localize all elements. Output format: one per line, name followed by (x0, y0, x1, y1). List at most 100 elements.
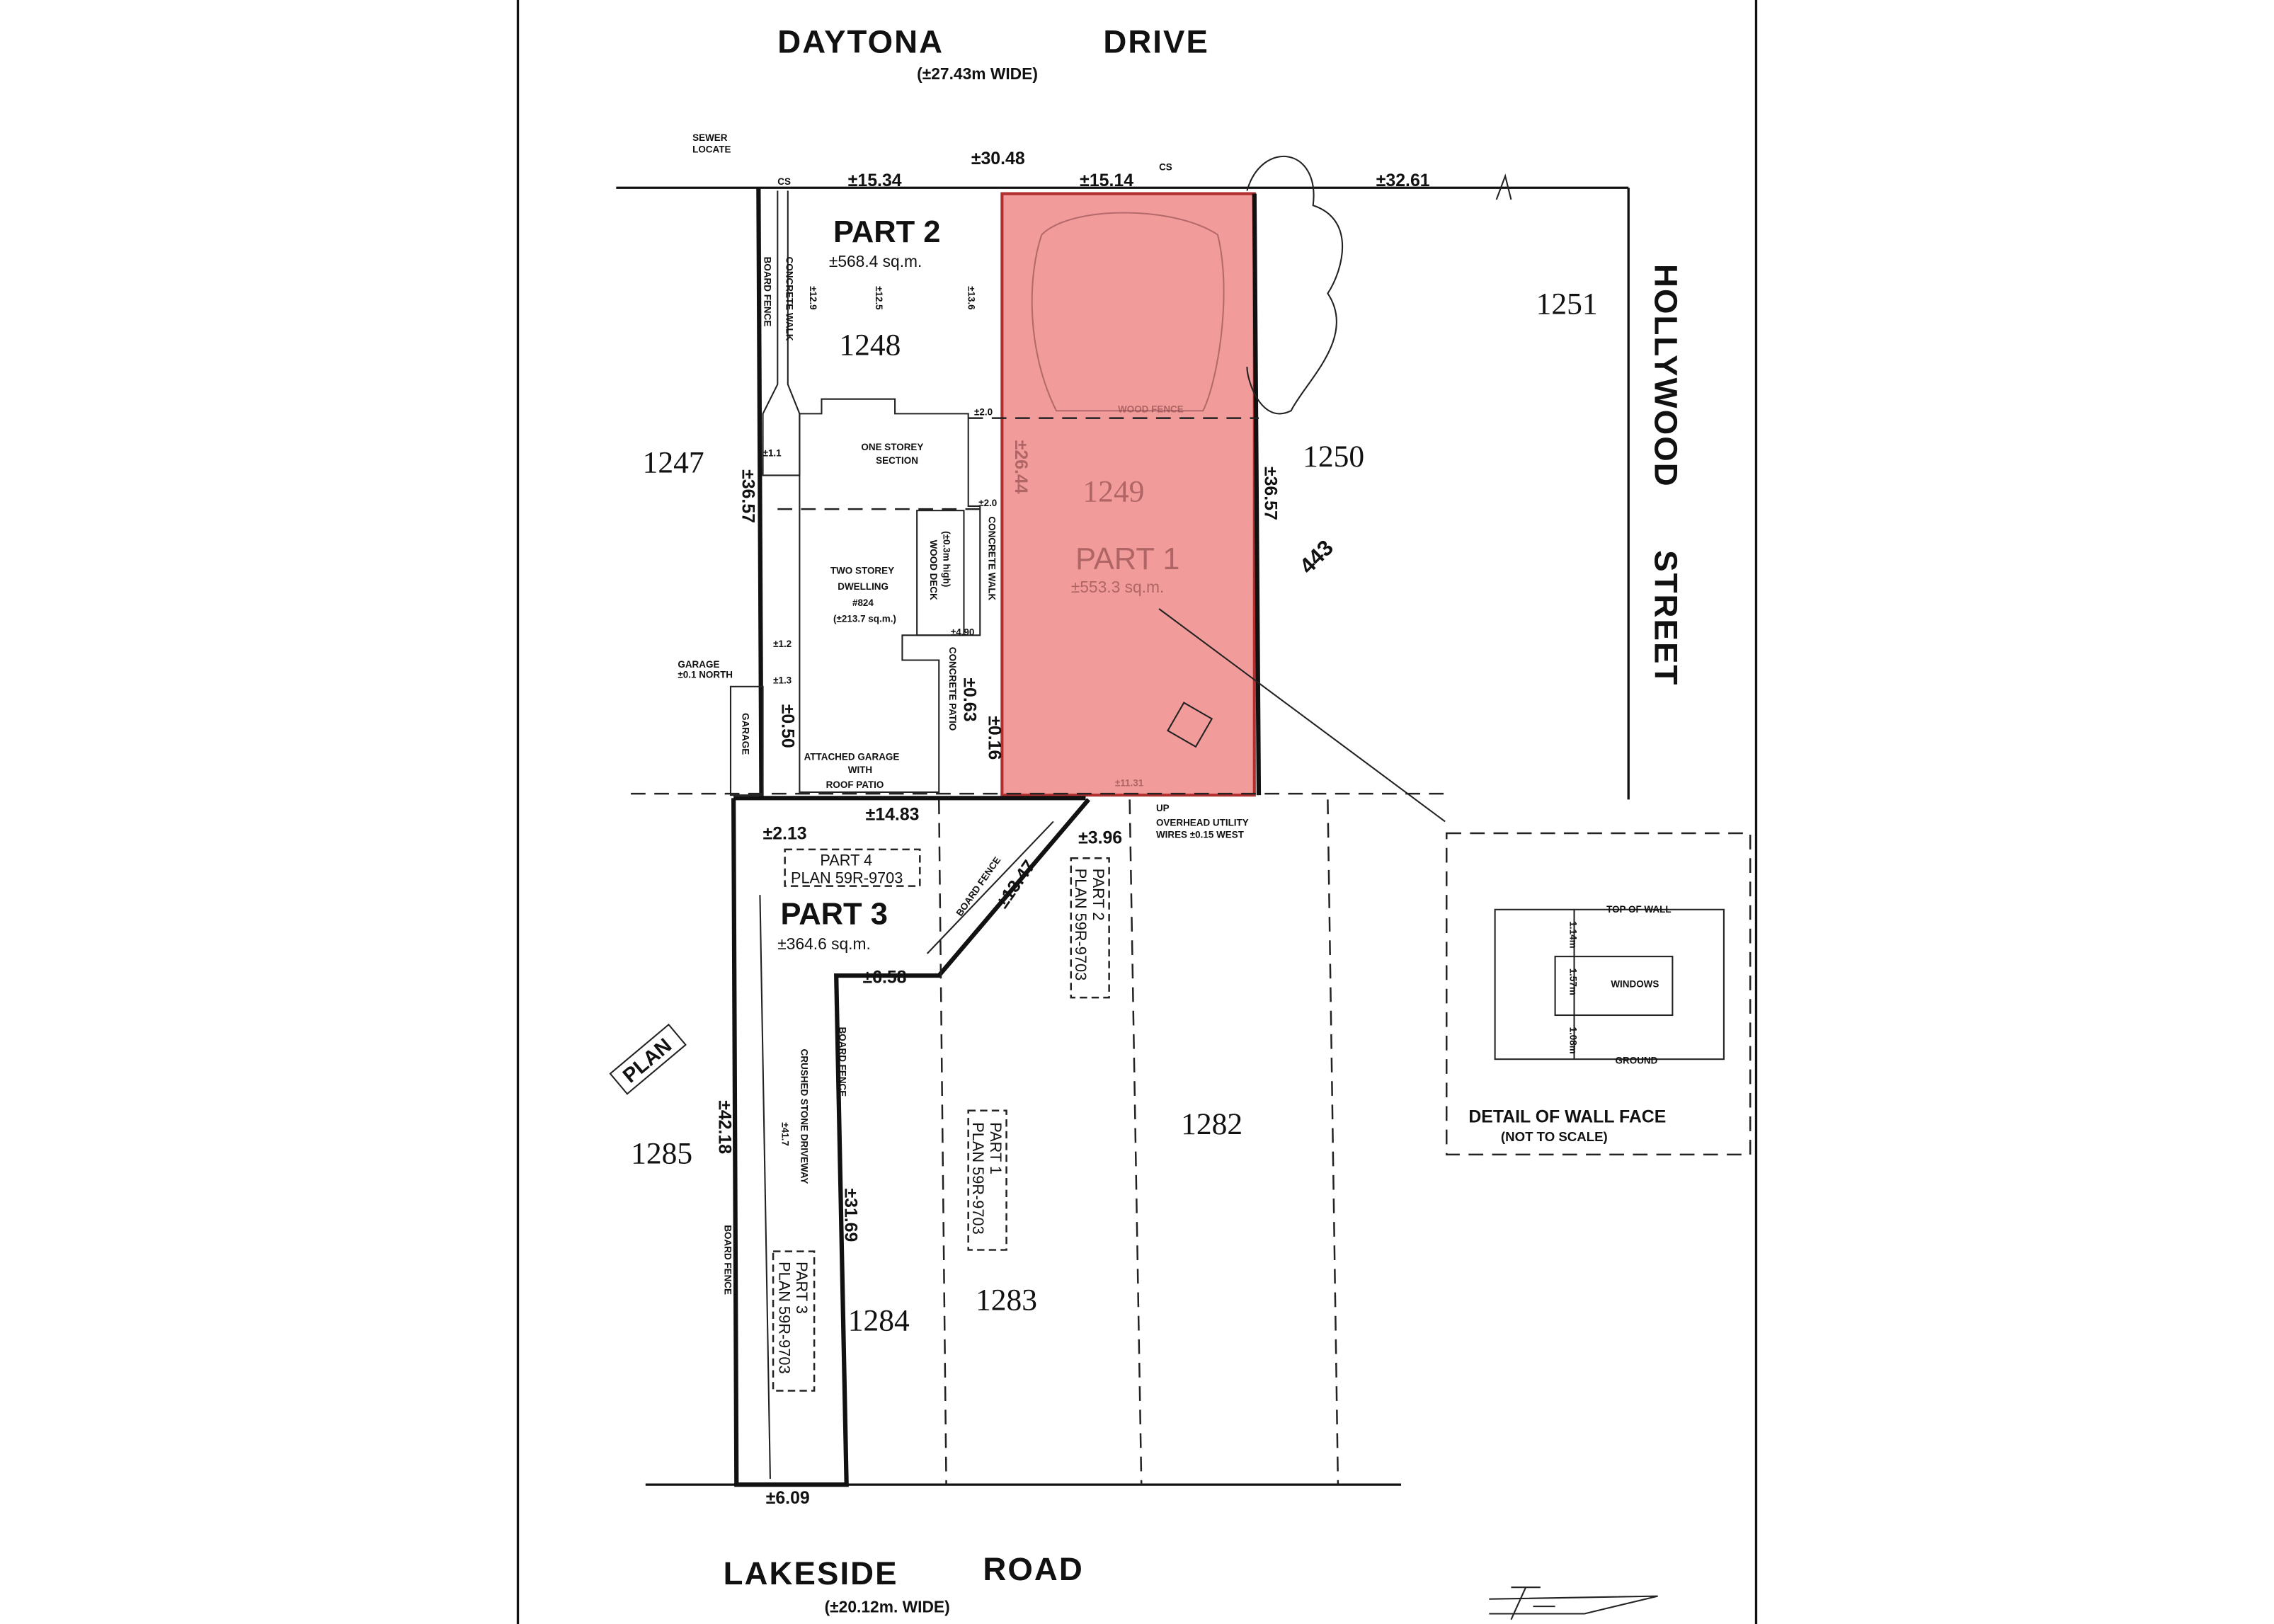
dim-11-31: ±11.31 (1115, 778, 1144, 789)
lot-1250: 1250 (1303, 440, 1364, 474)
one-storey-label: ONE STOREY (861, 442, 923, 452)
dash-line-a (938, 799, 947, 1485)
lot-1282: 1282 (1181, 1107, 1242, 1141)
lot-1249: 1249 (1082, 475, 1144, 509)
ref-part1-part: PART 1 (987, 1122, 1005, 1174)
house-outline (799, 398, 981, 794)
plan-label-box (609, 1023, 687, 1095)
lot-1284: 1284 (848, 1304, 910, 1338)
tree-outline-faint (1031, 212, 1225, 412)
dim-15-34: ±15.34 (848, 171, 902, 190)
street-bottom-b: ROAD (983, 1551, 1083, 1587)
board-fence-diag (926, 820, 1054, 954)
part3-boundary (731, 798, 1090, 1487)
ref-part2-box (1070, 857, 1110, 999)
cs-label-2: CS (1159, 161, 1172, 172)
part3-inner-line (759, 895, 771, 1479)
detail-window-label: WINDOWS (1611, 979, 1659, 990)
dim-12-9: ±12.9 (808, 286, 818, 310)
dim-2-13: ±2.13 (763, 823, 807, 843)
cs-label-1: CS (777, 176, 791, 187)
sewer-locate: SEWER LOCATE (692, 133, 731, 155)
ref-part3-plan: PLAN 59R-9703 (775, 1262, 793, 1373)
break-symbol (1495, 173, 1512, 200)
street-bottom-a: LAKESIDE (724, 1555, 898, 1591)
garage-label: GARAGE (741, 713, 751, 755)
concrete-walk-outline (762, 190, 801, 476)
dim-13-6: ±13.6 (966, 286, 977, 310)
lot-1285: 1285 (631, 1136, 692, 1170)
ref-part3-part: PART 3 (793, 1262, 811, 1314)
part3-label: PART 3 (780, 898, 887, 932)
board-fence-label: BOARD FENCE (762, 257, 773, 327)
ref-part3-box (772, 1250, 816, 1392)
ref-part2-part: PART 2 (1090, 869, 1107, 921)
tree-symbol (1167, 702, 1213, 748)
ref-part4-plan: PLAN 59R-9703 (791, 869, 903, 887)
detail-top-of-wall: TOP OF WALL (1606, 904, 1671, 915)
wood-fence-label: WOOD FENCE (1118, 404, 1184, 414)
detail-box (1446, 832, 1752, 1156)
detail-wall (1494, 908, 1725, 1060)
dim-3-96: ±3.96 (1078, 828, 1122, 848)
dim-6-58: ±6.58 (862, 967, 906, 987)
part1-east-boundary (1252, 193, 1262, 796)
board-fence-label-2: BOARD FENCE (837, 1027, 847, 1097)
dim-12-5: ±12.5 (874, 286, 884, 310)
dim-2-0-a: ±2.0 (974, 406, 993, 417)
ref-part1-box (967, 1109, 1007, 1251)
attached-garage-c: ROOF PATIO (826, 779, 884, 790)
garage-box (729, 685, 764, 796)
dim-26-44: ±26.44 (1011, 440, 1031, 494)
dim-15-14: ±15.14 (1080, 171, 1133, 190)
diagonal-leader (1158, 608, 1446, 823)
dash-line-c (1327, 799, 1339, 1485)
section-label: SECTION (876, 455, 918, 466)
detail-ground: GROUND (1616, 1055, 1658, 1065)
detail-h-top: 1.14m (1567, 921, 1578, 948)
part1-area: ±553.3 sq.m. (1071, 578, 1165, 596)
wood-deck (916, 510, 965, 636)
street-top-b: DRIVE (1103, 24, 1209, 60)
attached-garage-b: WITH (848, 765, 872, 775)
garage-north-a: GARAGE (678, 659, 719, 670)
dim-4-90: ±4.90 (951, 627, 975, 637)
part2-west-boundary (756, 188, 764, 800)
part2-label: PART 2 (833, 215, 940, 249)
ref-part2-plan: PLAN 59R-9703 (1072, 869, 1090, 980)
dim-0-50: ±0.50 (778, 704, 798, 748)
dim-1-2: ±1.2 (773, 639, 792, 649)
dim-1-1: ±1.1 (763, 447, 782, 458)
two-storey-label: TWO STOREY (830, 565, 894, 576)
dim-2-0-b: ±2.0 (978, 498, 997, 508)
ref-part4-part: PART 4 (820, 852, 872, 869)
detail-title: DETAIL OF WALL FACE (1468, 1107, 1666, 1126)
dim-0-63: ±0.63 (959, 677, 979, 721)
detail-subtitle: (NOT TO SCALE) (1501, 1129, 1608, 1144)
street-bottom-width: (±20.12m. WIDE) (825, 1597, 950, 1616)
attached-garage-a: ATTACHED GARAGE (804, 751, 900, 762)
crushed-stone-label: CRUSHED STONE DRIVEWAY (799, 1049, 809, 1184)
garage-north-b: ±0.1 NORTH (678, 669, 733, 680)
ref-part1-plan: PLAN 59R-9703 (969, 1122, 987, 1234)
dwelling-label: DWELLING (838, 581, 889, 592)
dim-0-16: ±0.16 (985, 716, 1005, 760)
detail-window (1554, 956, 1674, 1017)
board-fence-label-3: BOARD FENCE (723, 1225, 733, 1295)
dim-30-48: ±30.48 (971, 149, 1025, 168)
dim-6-09: ±6.09 (766, 1488, 810, 1508)
detail-h-bot: 1.08m (1567, 1027, 1578, 1054)
up-label: UP (1156, 803, 1170, 813)
dim-1-3: ±1.3 (773, 675, 792, 686)
plan-number: 443 (1295, 535, 1338, 578)
tree-canopy (1246, 155, 1344, 415)
dim-31-69: ±31.69 (841, 1189, 861, 1242)
house-number: #824 (852, 597, 874, 608)
overhead-a: OVERHEAD UTILITY (1156, 818, 1249, 828)
lot-1251: 1251 (1536, 287, 1598, 321)
house-area: (±213.7 sq.m.) (833, 614, 896, 624)
north-arrow-icon (1489, 1586, 1658, 1620)
overhead-b: WIRES ±0.15 WEST (1156, 829, 1245, 840)
ref-part4-box (784, 848, 921, 887)
